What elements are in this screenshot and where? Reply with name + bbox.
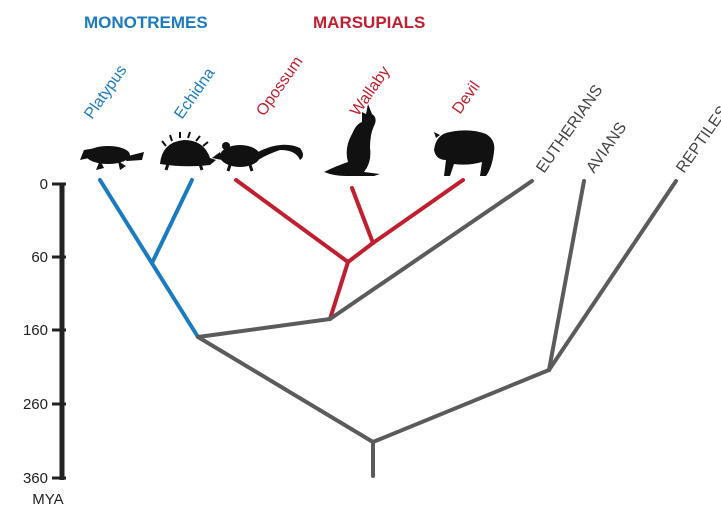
- branch-platypus: [100, 180, 198, 337]
- tick-label-360: 360: [23, 470, 48, 487]
- label-opossum: Opossum: [253, 53, 306, 119]
- devil-silhouette: [434, 130, 494, 176]
- opossum-silhouette: [212, 142, 303, 171]
- label-echidna: Echidna: [171, 65, 218, 122]
- time-axis: 0 60 160 260 360 MYA: [23, 176, 66, 508]
- branch-sauropsid-stem: [373, 370, 549, 442]
- axis-unit-label: MYA: [32, 491, 63, 508]
- marsupials-heading: MARSUPIALS: [313, 13, 425, 32]
- label-devil: Devil: [449, 78, 483, 117]
- tick-label-160: 160: [23, 322, 48, 339]
- branch-devil: [373, 180, 463, 243]
- platypus-silhouette: [80, 146, 144, 170]
- monotremes-heading: MONOTREMES: [84, 13, 208, 32]
- label-avians: AVIANS: [583, 119, 630, 176]
- branch-wallaby: [352, 188, 373, 243]
- tick-label-0: 0: [40, 176, 48, 193]
- tick-label-60: 60: [31, 249, 48, 266]
- wallaby-silhouette: [324, 104, 380, 176]
- branch-mammal-stem: [198, 337, 373, 442]
- branch-australidelphia: [348, 243, 373, 262]
- label-platypus: Platypus: [81, 62, 130, 122]
- label-reptiles: REPTILES: [673, 103, 721, 176]
- tree-branches: [100, 180, 676, 476]
- tick-label-260: 260: [23, 396, 48, 413]
- branch-echidna: [152, 180, 192, 263]
- branch-therian-stem: [198, 319, 330, 337]
- branch-opossum: [236, 180, 348, 262]
- echidna-silhouette: [160, 132, 216, 170]
